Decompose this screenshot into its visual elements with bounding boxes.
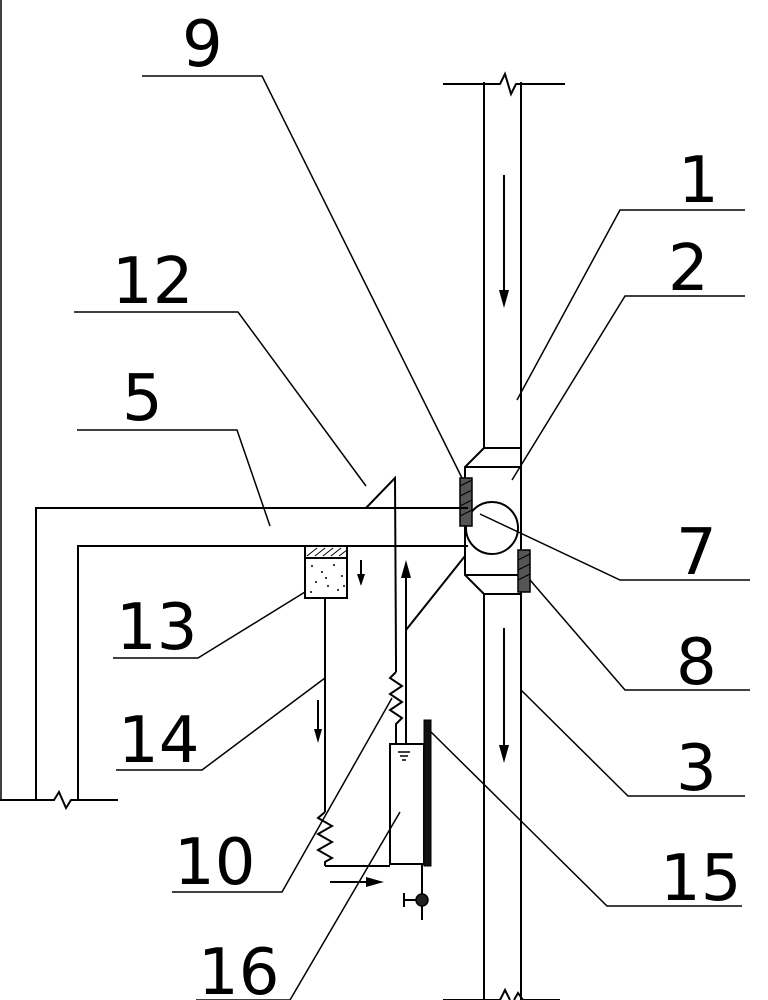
bottom-break-symbol bbox=[443, 990, 510, 1000]
tube-14-down-arrow bbox=[314, 700, 322, 743]
label-13: 13 bbox=[116, 591, 197, 665]
tube-14 bbox=[318, 598, 390, 866]
tube-10 bbox=[390, 660, 402, 744]
label-14: 14 bbox=[118, 704, 199, 778]
tank-16 bbox=[390, 744, 424, 864]
label-8: 8 bbox=[676, 626, 717, 700]
top-break-symbol bbox=[443, 74, 565, 94]
return-tube bbox=[401, 556, 465, 744]
label-10: 10 bbox=[174, 826, 255, 900]
horizontal-pipe bbox=[0, 508, 468, 808]
label-2: 2 bbox=[668, 232, 709, 306]
flow-arrow-upper bbox=[499, 175, 509, 308]
label-9: 9 bbox=[182, 8, 223, 82]
label-16: 16 bbox=[198, 936, 279, 1000]
label-12: 12 bbox=[112, 245, 193, 319]
label-3: 3 bbox=[676, 732, 717, 806]
left-break-symbol bbox=[0, 792, 118, 808]
valve-housing bbox=[465, 448, 521, 594]
flow-arrow-lower bbox=[499, 628, 509, 763]
label-15: 15 bbox=[660, 842, 741, 916]
seal-pad-8 bbox=[518, 550, 530, 592]
spring-left bbox=[318, 812, 332, 866]
label-1: 1 bbox=[678, 144, 719, 218]
piston-container bbox=[305, 546, 347, 598]
piston-down-arrow bbox=[357, 560, 365, 586]
sand-fill bbox=[310, 564, 345, 593]
label-5: 5 bbox=[122, 362, 163, 436]
probe-rod-15 bbox=[424, 720, 431, 866]
drain-valve bbox=[404, 864, 428, 920]
label-7: 7 bbox=[676, 516, 717, 590]
baffle-12 bbox=[366, 478, 396, 660]
spring-middle bbox=[390, 672, 402, 744]
